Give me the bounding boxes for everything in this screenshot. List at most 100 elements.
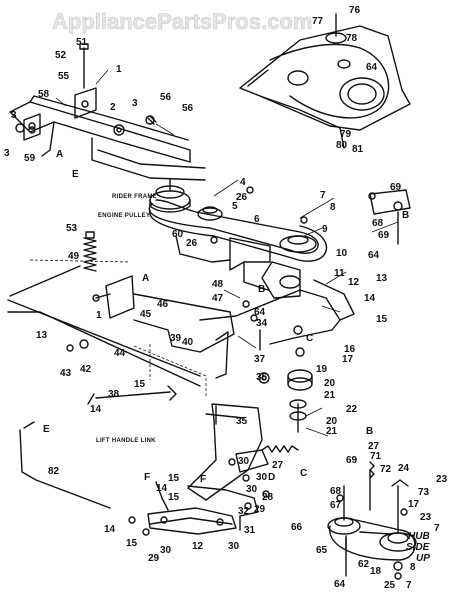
callout-8a: 8 <box>330 202 336 213</box>
callout-15b: 15 <box>134 379 146 390</box>
callout-56b: 56 <box>182 103 194 114</box>
callout-15a: 15 <box>376 314 388 325</box>
callout-7c: 7 <box>406 580 412 591</box>
callout-23b: 23 <box>420 512 432 523</box>
idler-pulley-5-6 <box>197 206 223 221</box>
callout-15d: 15 <box>168 492 180 503</box>
callout-32: 32 <box>238 506 250 517</box>
callout-20a: 20 <box>324 378 336 389</box>
callout-14d: 14 <box>104 524 116 535</box>
callout-69a: 69 <box>390 182 402 193</box>
callout-60: 60 <box>172 229 184 240</box>
callout-49: 49 <box>68 251 80 262</box>
callout-68a: 68 <box>372 218 384 229</box>
callout-67: 67 <box>330 500 342 511</box>
callout-14c: 14 <box>156 483 168 494</box>
callout-30b: 30 <box>256 472 268 483</box>
letter-B1: B <box>402 210 409 221</box>
callout-1b: 1 <box>96 310 102 321</box>
spring-49 <box>83 231 97 272</box>
callout-64d: 64 <box>334 579 346 590</box>
callout-37: 37 <box>254 354 266 365</box>
callout-15c: 15 <box>168 473 180 484</box>
callout-numbers: 76 77 78 51 52 1 55 64 58 56 3 2 56 3 79… <box>4 5 448 591</box>
callout-14a: 14 <box>364 293 376 304</box>
callout-17b: 17 <box>408 499 420 510</box>
washer-set-3-59 <box>15 115 157 136</box>
letter-A2: A <box>142 273 149 284</box>
callout-80: 80 <box>336 140 348 151</box>
callout-11: 11 <box>334 268 345 279</box>
letter-F2: F <box>200 474 206 485</box>
callout-17a: 17 <box>342 354 354 365</box>
callout-27a: 27 <box>272 460 284 471</box>
callout-21b: 21 <box>326 426 338 437</box>
letter-D: D <box>268 472 275 483</box>
callout-65: 65 <box>316 545 328 556</box>
callout-10: 10 <box>336 248 348 259</box>
callout-46: 46 <box>157 299 169 310</box>
letter-E1: E <box>72 169 79 180</box>
callout-7a: 7 <box>320 190 326 201</box>
rider-frame-bracket <box>9 87 206 181</box>
callout-2: 2 <box>110 102 116 113</box>
callout-30a: 30 <box>238 456 250 467</box>
callout-55: 55 <box>58 71 70 82</box>
callout-15e: 15 <box>126 538 138 549</box>
callout-36: 36 <box>256 372 268 383</box>
upper-right-pulley-assembly <box>239 13 411 149</box>
callout-31: 31 <box>244 525 256 536</box>
callout-45: 45 <box>140 309 152 320</box>
callout-21a: 21 <box>324 390 336 401</box>
lower-right-pulley-assembly <box>327 461 417 580</box>
hardware-30-32 <box>239 474 270 531</box>
callout-64b: 64 <box>368 250 380 261</box>
callout-26b: 26 <box>186 238 198 249</box>
letter-C1: C <box>306 333 313 344</box>
callout-12a: 12 <box>348 277 360 288</box>
letter-E2: E <box>43 424 50 435</box>
callout-53: 53 <box>66 223 78 234</box>
caption-side: SIDE <box>406 542 430 553</box>
rod-82 <box>19 421 111 509</box>
rider-frame-rails <box>7 259 207 398</box>
small-hardware <box>66 186 408 536</box>
letter-B3: B <box>366 426 373 437</box>
callout-76: 76 <box>349 5 361 16</box>
caption-engine-pulley: ENGINE PULLEY <box>98 213 150 219</box>
callout-26a: 26 <box>236 192 248 203</box>
letter-F1: F <box>144 472 150 483</box>
callout-24: 24 <box>398 463 410 474</box>
callout-8b: 8 <box>410 562 416 573</box>
callout-40: 40 <box>182 337 194 348</box>
callout-3a: 3 <box>132 98 138 109</box>
callout-29b: 29 <box>148 553 160 564</box>
idler-pulley-9 <box>279 235 317 253</box>
spring-27 <box>261 445 299 453</box>
callout-64a: 64 <box>366 62 378 73</box>
lift-handle-link <box>87 385 177 405</box>
letter-A1: A <box>56 149 63 160</box>
callout-82: 82 <box>48 466 60 477</box>
callout-81: 81 <box>352 144 364 155</box>
callout-42: 42 <box>80 364 92 375</box>
clutch-bracket-assembly <box>105 261 355 379</box>
callout-56a: 56 <box>160 92 172 103</box>
callout-43: 43 <box>60 368 72 379</box>
callout-58: 58 <box>38 89 50 100</box>
callout-7b: 7 <box>434 523 440 534</box>
letter-B2: B <box>258 284 265 295</box>
pulley-stack <box>258 369 313 433</box>
callout-68b: 68 <box>330 486 342 497</box>
callout-16: 16 <box>344 344 356 355</box>
callout-38: 38 <box>108 389 120 400</box>
caption-lift-handle-link: LIFT HANDLE LINK <box>96 438 156 444</box>
callout-4: 4 <box>240 177 246 188</box>
callout-79: 79 <box>340 129 352 140</box>
callout-18: 18 <box>370 566 382 577</box>
callout-66: 66 <box>291 522 303 533</box>
pivot-bracket-assembly <box>175 235 271 291</box>
callout-52: 52 <box>55 50 67 61</box>
callout-69c: 69 <box>346 455 358 466</box>
